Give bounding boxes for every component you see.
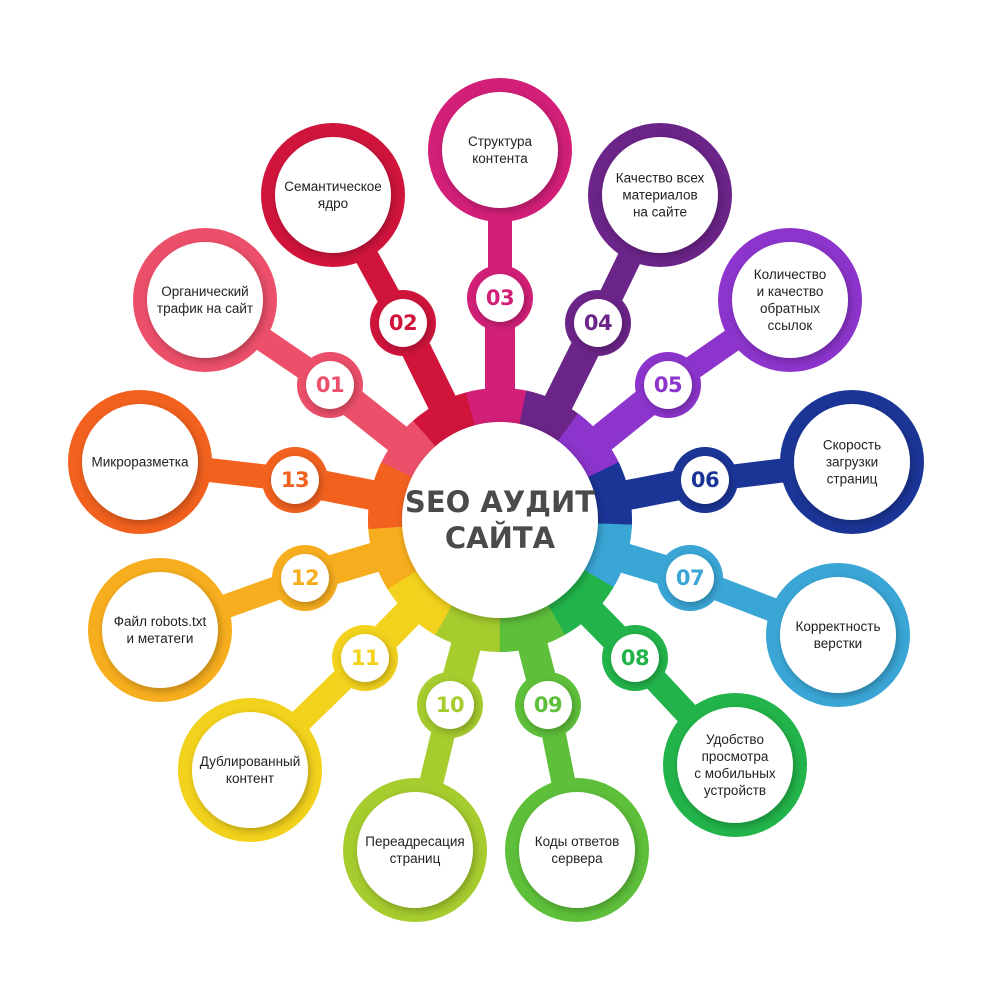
topic-node: [102, 572, 218, 688]
number-node: [644, 361, 692, 409]
step-number: 08: [620, 646, 650, 670]
step-number: 11: [350, 646, 380, 670]
topic-label: Качество всех материалов на сайте: [615, 170, 705, 220]
number-node: [666, 554, 714, 602]
step-number: 01: [315, 373, 345, 397]
step-number: 07: [675, 566, 705, 590]
number-node: [476, 274, 524, 322]
topic-label: Удобство просмотра с мобильных устройств: [694, 732, 776, 798]
number-node: [574, 299, 622, 347]
topic-label: Микроразметка: [91, 454, 189, 470]
topic-label: Коды ответов сервера: [534, 834, 620, 866]
topic-label: Структура контента: [467, 134, 533, 166]
center-circle: [402, 422, 598, 618]
topic-node: [192, 712, 308, 828]
step-number: 03: [485, 286, 515, 310]
number-node: [271, 456, 319, 504]
number-node: [341, 634, 389, 682]
step-number: 12: [290, 566, 320, 590]
topic-label: Скорость загрузки страниц: [822, 437, 882, 487]
topic-node: [82, 404, 198, 520]
title-line-1: SEO АУДИТ: [404, 485, 596, 519]
topic-node: [677, 707, 793, 823]
topic-node: [794, 404, 910, 520]
topic-node: [357, 792, 473, 908]
step-number: 09: [533, 693, 563, 717]
topic-label: Файл robots.txt и метатеги: [113, 614, 207, 646]
topic-label: Семантическое ядро: [284, 179, 382, 211]
topic-label: Количество и качество обратных ссылок: [753, 267, 827, 333]
topic-label: Дублированный контент: [199, 754, 301, 786]
topic-label: Корректность верстки: [795, 619, 881, 651]
number-node: [524, 681, 572, 729]
number-node: [306, 361, 354, 409]
title-line-2: САЙТА: [444, 521, 556, 555]
step-number: 10: [435, 693, 465, 717]
topic-node: [780, 577, 896, 693]
center-title: SEO АУДИТ САЙТА: [405, 484, 595, 556]
step-number: 04: [583, 311, 613, 335]
topic-node: [442, 92, 558, 208]
topic-label: Переадресация страниц: [365, 834, 465, 866]
number-node: [611, 634, 659, 682]
topic-node: [732, 242, 848, 358]
topic-node: [147, 242, 263, 358]
number-node: [379, 299, 427, 347]
step-number: 13: [280, 468, 310, 492]
topic-label: Органический трафик на сайт: [156, 284, 254, 316]
step-number: 02: [388, 311, 418, 335]
number-node: [281, 554, 329, 602]
topic-node: [275, 137, 391, 253]
topic-node: [519, 792, 635, 908]
number-node: [426, 681, 474, 729]
step-number: 05: [653, 373, 683, 397]
step-number: 06: [690, 468, 720, 492]
number-node: [681, 456, 729, 504]
topic-node: [602, 137, 718, 253]
